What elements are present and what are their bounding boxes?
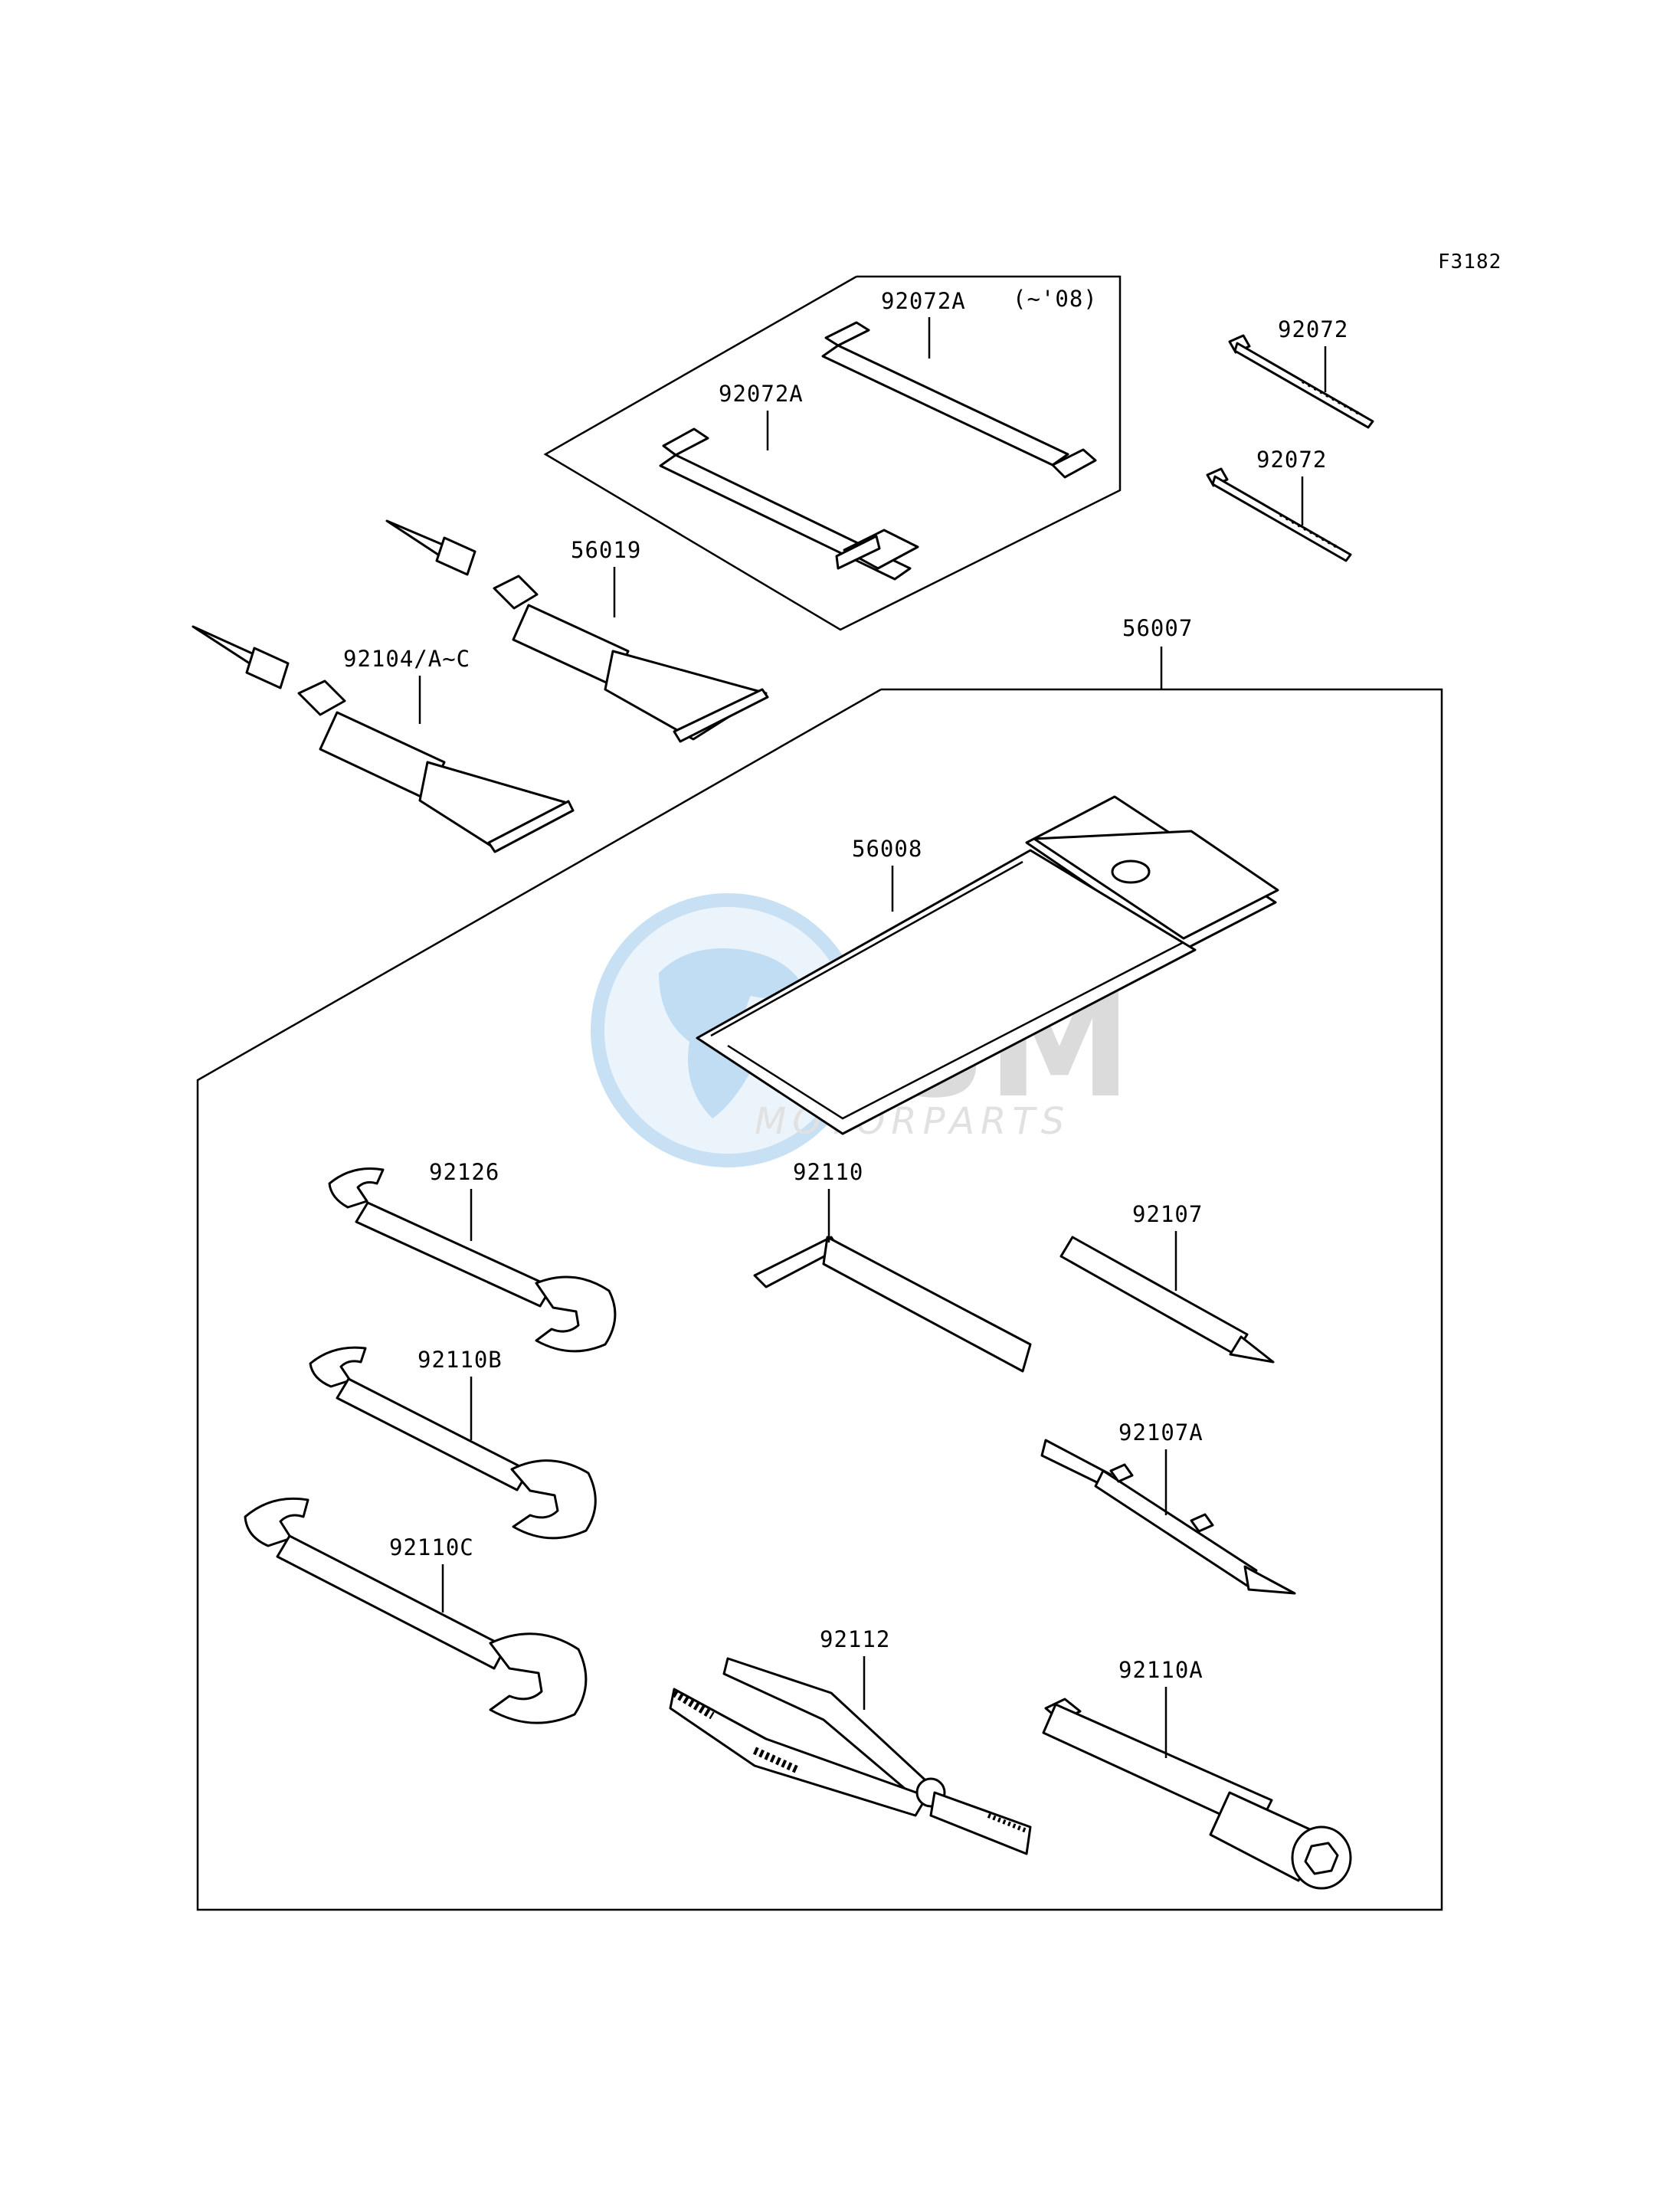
cable-tie-top: 92072: [1228, 316, 1374, 429]
tool-bag-label: 56008: [852, 836, 922, 862]
pliers: 92112: [669, 1626, 1032, 1855]
strap-group-frame: [543, 275, 1122, 631]
toolkit-label: 56007: [1122, 615, 1193, 641]
plug-wrench: 92110A: [1042, 1657, 1352, 1890]
strap-date-note: (~'08): [1013, 286, 1098, 312]
plug-wrench-label: 92110A: [1118, 1657, 1204, 1683]
screwdriver-blade-label: 92107A: [1118, 1419, 1204, 1446]
strap-label-top: 92072A: [881, 288, 966, 314]
strap-label-left: 92072A: [719, 381, 804, 407]
band-label-top: 92072: [1278, 316, 1348, 342]
toolkit-group: 56007: [196, 615, 1443, 1911]
wrench-92110C: 92110C: [244, 1497, 588, 1724]
figure-code: F3182: [1438, 250, 1502, 273]
wrench-mid-label: 92110B: [418, 1347, 503, 1373]
grease-small-label: 56019: [571, 537, 641, 563]
tool-bag: 56008: [696, 795, 1279, 1135]
cable-tie-bottom: 92072: [1206, 447, 1352, 562]
strap-top: [821, 321, 1097, 479]
strap-group: 92072A (~'08) 92072A: [543, 275, 1122, 631]
hex-key: 92110: [753, 1159, 1032, 1373]
screwdriver-blade: 92107A: [1040, 1419, 1296, 1595]
screwdriver-grip: 92107: [1059, 1201, 1275, 1364]
wrench-top-label: 92126: [429, 1159, 499, 1185]
toolkit-frame: [196, 688, 1443, 1911]
hex-key-label: 92110: [793, 1159, 863, 1185]
strap-left: [659, 427, 919, 581]
pliers-label: 92112: [820, 1626, 890, 1652]
screwdriver-grip-label: 92107: [1132, 1201, 1203, 1227]
band-label-bottom: 92072: [1256, 447, 1327, 473]
grease-tube-small: 56019: [385, 519, 769, 743]
grease-large-label: 92104/A~C: [343, 646, 470, 672]
wrench-92126: 92126: [328, 1159, 617, 1353]
wrench-92110B: 92110B: [309, 1346, 597, 1540]
wrench-bot-label: 92110C: [389, 1534, 474, 1560]
grease-tube-large: 92104/A~C: [192, 625, 575, 853]
